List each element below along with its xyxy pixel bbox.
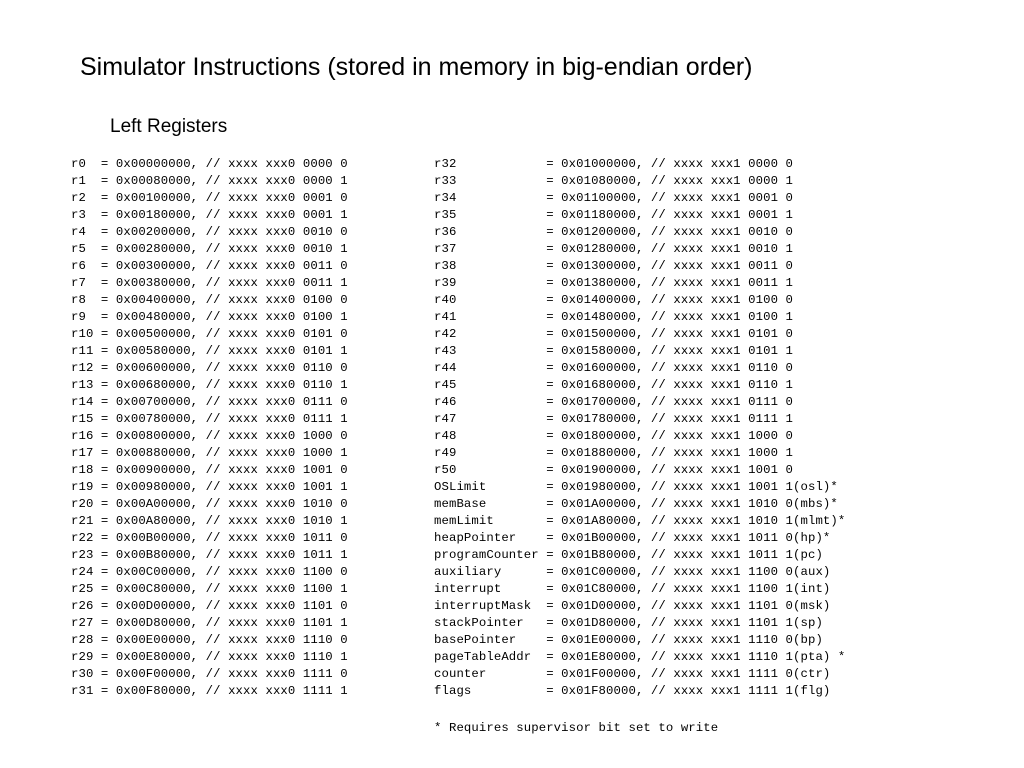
register-line: r32 = 0x01000000, // xxxx xxx1 0000 0: [434, 157, 794, 171]
register-line: r41 = 0x01480000, // xxxx xxx1 0100 1: [434, 310, 794, 324]
slide-title: Simulator Instructions (stored in memory…: [80, 53, 753, 81]
register-line: r33 = 0x01080000, // xxxx xxx1 0000 1: [434, 174, 794, 188]
register-line: r19 = 0x00980000, // xxxx xxx0 1001 1: [71, 480, 348, 494]
register-line: r10 = 0x00500000, // xxxx xxx0 0101 0: [71, 327, 348, 341]
register-line: r30 = 0x00F00000, // xxxx xxx0 1111 0: [71, 667, 348, 681]
register-line: r46 = 0x01700000, // xxxx xxx1 0111 0: [434, 395, 794, 409]
register-line: r4 = 0x00200000, // xxxx xxx0 0010 0: [71, 225, 348, 239]
register-line: r49 = 0x01880000, // xxxx xxx1 1000 1: [434, 446, 794, 460]
left-register-column: r0 = 0x00000000, // xxxx xxx0 0000 0 r1 =…: [71, 156, 348, 700]
register-line: r29 = 0x00E80000, // xxxx xxx0 1110 1: [71, 650, 348, 664]
register-line: r6 = 0x00300000, // xxxx xxx0 0011 0: [71, 259, 348, 273]
register-line: r25 = 0x00C80000, // xxxx xxx0 1100 1: [71, 582, 348, 596]
register-line: r26 = 0x00D00000, // xxxx xxx0 1101 0: [71, 599, 348, 613]
register-line: r13 = 0x00680000, // xxxx xxx0 0110 1: [71, 378, 348, 392]
register-line: r39 = 0x01380000, // xxxx xxx1 0011 1: [434, 276, 794, 290]
register-line: r50 = 0x01900000, // xxxx xxx1 1001 0: [434, 463, 794, 477]
register-line: r47 = 0x01780000, // xxxx xxx1 0111 1: [434, 412, 794, 426]
register-line: r28 = 0x00E00000, // xxxx xxx0 1110 0: [71, 633, 348, 647]
register-line: basePointer = 0x01E00000, // xxxx xxx1 1…: [434, 633, 823, 647]
register-line: r3 = 0x00180000, // xxxx xxx0 0001 1: [71, 208, 348, 222]
register-line: interrupt = 0x01C80000, // xxxx xxx1 110…: [434, 582, 831, 596]
register-line: r22 = 0x00B00000, // xxxx xxx0 1011 0: [71, 531, 348, 545]
register-line: memLimit = 0x01A80000, // xxxx xxx1 1010…: [434, 514, 846, 528]
register-line: r34 = 0x01100000, // xxxx xxx1 0001 0: [434, 191, 794, 205]
register-line: r9 = 0x00480000, // xxxx xxx0 0100 1: [71, 310, 348, 324]
register-line: r20 = 0x00A00000, // xxxx xxx0 1010 0: [71, 497, 348, 511]
footnote: * Requires supervisor bit set to write: [434, 721, 719, 735]
register-line: r48 = 0x01800000, // xxxx xxx1 1000 0: [434, 429, 794, 443]
register-line: r18 = 0x00900000, // xxxx xxx0 1001 0: [71, 463, 348, 477]
register-line: r35 = 0x01180000, // xxxx xxx1 0001 1: [434, 208, 794, 222]
register-line: memBase = 0x01A00000, // xxxx xxx1 1010 …: [434, 497, 838, 511]
register-line: r2 = 0x00100000, // xxxx xxx0 0001 0: [71, 191, 348, 205]
register-line: r21 = 0x00A80000, // xxxx xxx0 1010 1: [71, 514, 348, 528]
register-line: r16 = 0x00800000, // xxxx xxx0 1000 0: [71, 429, 348, 443]
register-line: counter = 0x01F00000, // xxxx xxx1 1111 …: [434, 667, 831, 681]
register-line: r15 = 0x00780000, // xxxx xxx0 0111 1: [71, 412, 348, 426]
register-line: programCounter = 0x01B80000, // xxxx xxx…: [434, 548, 823, 562]
register-line: r8 = 0x00400000, // xxxx xxx0 0100 0: [71, 293, 348, 307]
register-line: r7 = 0x00380000, // xxxx xxx0 0011 1: [71, 276, 348, 290]
register-line: r0 = 0x00000000, // xxxx xxx0 0000 0: [71, 157, 348, 171]
register-line: r17 = 0x00880000, // xxxx xxx0 1000 1: [71, 446, 348, 460]
register-line: r44 = 0x01600000, // xxxx xxx1 0110 0: [434, 361, 794, 375]
register-line: pageTableAddr = 0x01E80000, // xxxx xxx1…: [434, 650, 846, 664]
register-line: r45 = 0x01680000, // xxxx xxx1 0110 1: [434, 378, 794, 392]
register-line: r43 = 0x01580000, // xxxx xxx1 0101 1: [434, 344, 794, 358]
register-line: r36 = 0x01200000, // xxxx xxx1 0010 0: [434, 225, 794, 239]
register-line: flags = 0x01F80000, // xxxx xxx1 1111 1(…: [434, 684, 831, 698]
register-line: r31 = 0x00F80000, // xxxx xxx0 1111 1: [71, 684, 348, 698]
register-line: r5 = 0x00280000, // xxxx xxx0 0010 1: [71, 242, 348, 256]
register-line: heapPointer = 0x01B00000, // xxxx xxx1 1…: [434, 531, 831, 545]
register-line: r12 = 0x00600000, // xxxx xxx0 0110 0: [71, 361, 348, 375]
register-line: stackPointer = 0x01D80000, // xxxx xxx1 …: [434, 616, 823, 630]
register-line: interruptMask = 0x01D00000, // xxxx xxx1…: [434, 599, 831, 613]
register-line: r42 = 0x01500000, // xxxx xxx1 0101 0: [434, 327, 794, 341]
register-line: r1 = 0x00080000, // xxxx xxx0 0000 1: [71, 174, 348, 188]
register-line: r37 = 0x01280000, // xxxx xxx1 0010 1: [434, 242, 794, 256]
register-line: auxiliary = 0x01C00000, // xxxx xxx1 110…: [434, 565, 831, 579]
register-line: r11 = 0x00580000, // xxxx xxx0 0101 1: [71, 344, 348, 358]
register-line: OSLimit = 0x01980000, // xxxx xxx1 1001 …: [434, 480, 838, 494]
right-register-column: r32 = 0x01000000, // xxxx xxx1 0000 0 r33…: [434, 156, 845, 700]
register-line: r24 = 0x00C00000, // xxxx xxx0 1100 0: [71, 565, 348, 579]
section-heading: Left Registers: [110, 116, 228, 137]
register-line: r14 = 0x00700000, // xxxx xxx0 0111 0: [71, 395, 348, 409]
register-line: r38 = 0x01300000, // xxxx xxx1 0011 0: [434, 259, 794, 273]
register-line: r23 = 0x00B80000, // xxxx xxx0 1011 1: [71, 548, 348, 562]
register-line: r27 = 0x00D80000, // xxxx xxx0 1101 1: [71, 616, 348, 630]
register-line: r40 = 0x01400000, // xxxx xxx1 0100 0: [434, 293, 794, 307]
